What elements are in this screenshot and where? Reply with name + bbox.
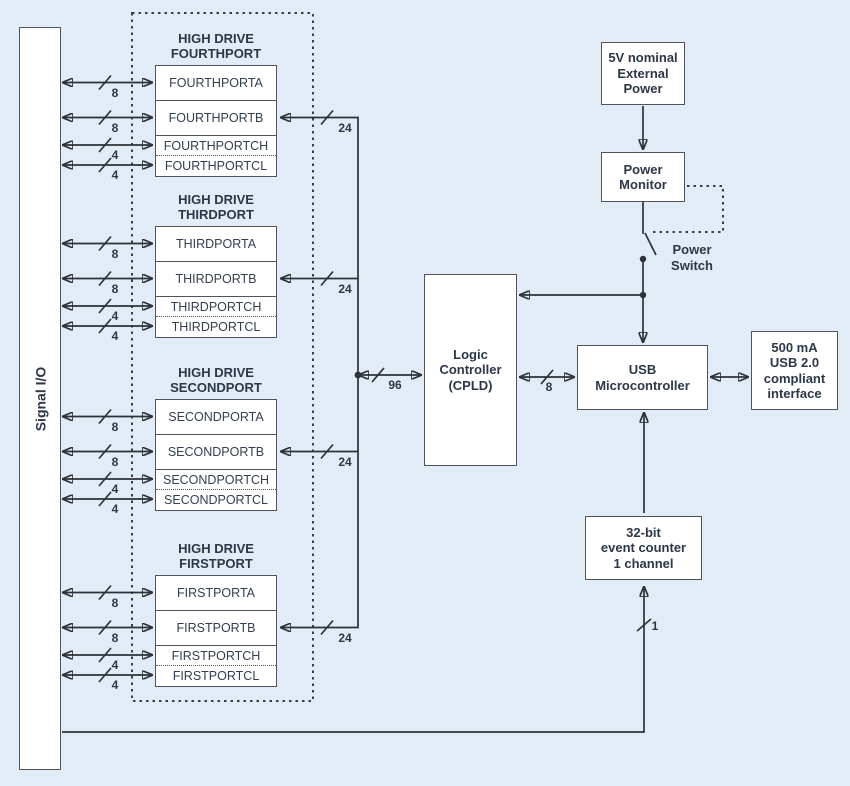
usb-interface-block: 500 mA USB 2.0 compliant interface xyxy=(751,331,838,410)
bus-width-label: 4 xyxy=(111,502,119,516)
port-block-firstportch: FIRSTPORTCH xyxy=(156,646,276,666)
usb-microcontroller-block: USB Microcontroller xyxy=(577,345,708,410)
port-block-secondportch: SECONDPORTCH xyxy=(156,470,276,490)
bus-width-label: 8 xyxy=(111,420,119,434)
collector-bus xyxy=(281,109,421,636)
port-group-thirdport: THIRDPORTA THIRDPORTB THIRDPORTCH THIRDP… xyxy=(155,226,277,338)
bus-width-label: 4 xyxy=(111,148,119,162)
port-block-secondportb: SECONDPORTB xyxy=(156,435,276,470)
counter-path xyxy=(62,413,652,733)
port-group-fourthport: FOURTHPORTA FOURTHPORTB FOURTHPORTCH FOU… xyxy=(155,65,277,177)
port-group-firstport: FIRSTPORTA FIRSTPORTB FIRSTPORTCH FIRSTP… xyxy=(155,575,277,687)
port-block-firstportb: FIRSTPORTB xyxy=(156,611,276,646)
port-block-thirdportb: THIRDPORTB xyxy=(156,262,276,297)
event-counter-block: 32-bit event counter 1 channel xyxy=(585,516,702,580)
logic-controller-block: Logic Controller (CPLD) xyxy=(424,274,517,466)
port-group-secondport: SECONDPORTA SECONDPORTB SECONDPORTCH SEC… xyxy=(155,399,277,511)
port-block-fourthportcl: FOURTHPORTCL xyxy=(164,159,268,173)
port-block-firstporta: FIRSTPORTA xyxy=(156,576,276,611)
bus-width-label: 24 xyxy=(338,631,352,645)
bus-width-label: 4 xyxy=(111,658,119,672)
bus-width-label: 8 xyxy=(111,86,119,100)
port-group-title-thirdport: HIGH DRIVE THIRDPORT xyxy=(178,192,254,222)
bus-width-label: 4 xyxy=(111,168,119,182)
port-block-thirdportcl: THIRDPORTCL xyxy=(171,320,261,334)
usb-buses xyxy=(520,369,748,385)
port-group-title-fourthport: HIGH DRIVE FOURTHPORT xyxy=(170,31,262,61)
bus-width-label: 8 xyxy=(111,282,119,296)
bus-width-label: 8 xyxy=(111,121,119,135)
bus-width-label: 8 xyxy=(111,455,119,469)
bus-width-label: 96 xyxy=(388,378,402,392)
bus-width-label: 24 xyxy=(338,455,352,469)
port-block-secondporta: SECONDPORTA xyxy=(156,400,276,435)
bus-width-label: 8 xyxy=(111,596,119,610)
power-switch-label: Power Switch xyxy=(671,242,713,273)
power-path xyxy=(520,106,657,342)
port-block-thirdporta: THIRDPORTA xyxy=(156,227,276,262)
port-bus-arrows xyxy=(63,74,152,683)
port-block-secondportcl: SECONDPORTCL xyxy=(164,493,268,507)
signal-io-label: Signal I/O xyxy=(32,366,49,431)
port-block-fourthportb: FOURTHPORTB xyxy=(156,101,276,136)
bus-width-label: 24 xyxy=(338,282,352,296)
signal-io-block: Signal I/O xyxy=(19,27,61,770)
bus-width-label: 4 xyxy=(111,329,119,343)
bus-width-label: 8 xyxy=(545,380,553,394)
bus-width-label: 1 xyxy=(651,619,659,633)
bus-width-label: 4 xyxy=(111,309,119,323)
bus-width-label: 24 xyxy=(338,121,352,135)
port-group-title-firstport: HIGH DRIVE FIRSTPORT xyxy=(178,541,254,571)
port-block-firstportcl: FIRSTPORTCL xyxy=(172,669,260,683)
power-feedback-path xyxy=(649,185,724,233)
port-block-thirdportch: THIRDPORTCH xyxy=(156,297,276,317)
external-power-block: 5V nominal External Power xyxy=(601,42,685,105)
bus-width-label: 4 xyxy=(111,678,119,692)
port-group-title-secondport: HIGH DRIVE SECONDPORT xyxy=(170,365,262,395)
port-block-fourthportch: FOURTHPORTCH xyxy=(156,136,276,156)
power-monitor-block: Power Monitor xyxy=(601,152,685,202)
bus-width-label: 8 xyxy=(111,247,119,261)
port-block-fourthporta: FOURTHPORTA xyxy=(156,66,276,101)
bus-width-label: 4 xyxy=(111,482,119,496)
bus-width-label: 8 xyxy=(111,631,119,645)
